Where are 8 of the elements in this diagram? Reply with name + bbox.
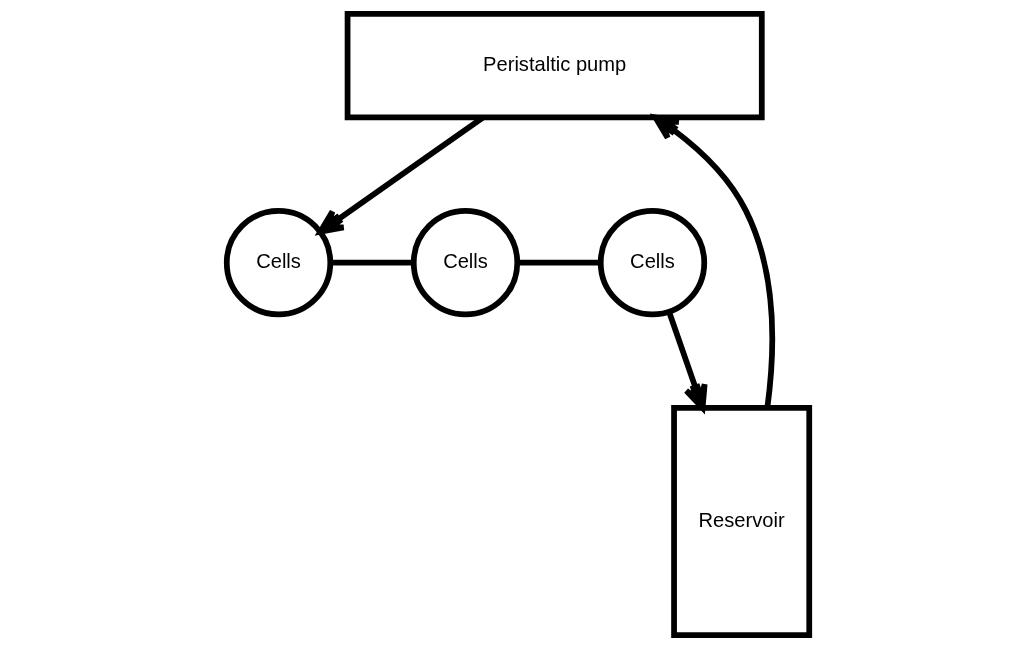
node-circle: Cells: [223, 208, 334, 318]
node-circle: Cells: [597, 208, 708, 318]
node-box: Reservoir: [671, 405, 813, 639]
connector: [517, 259, 601, 266]
arrow: [652, 114, 776, 408]
connector: [330, 259, 414, 266]
node-circle: Cells: [410, 208, 521, 318]
node-box: Peristaltic pump: [344, 10, 765, 121]
